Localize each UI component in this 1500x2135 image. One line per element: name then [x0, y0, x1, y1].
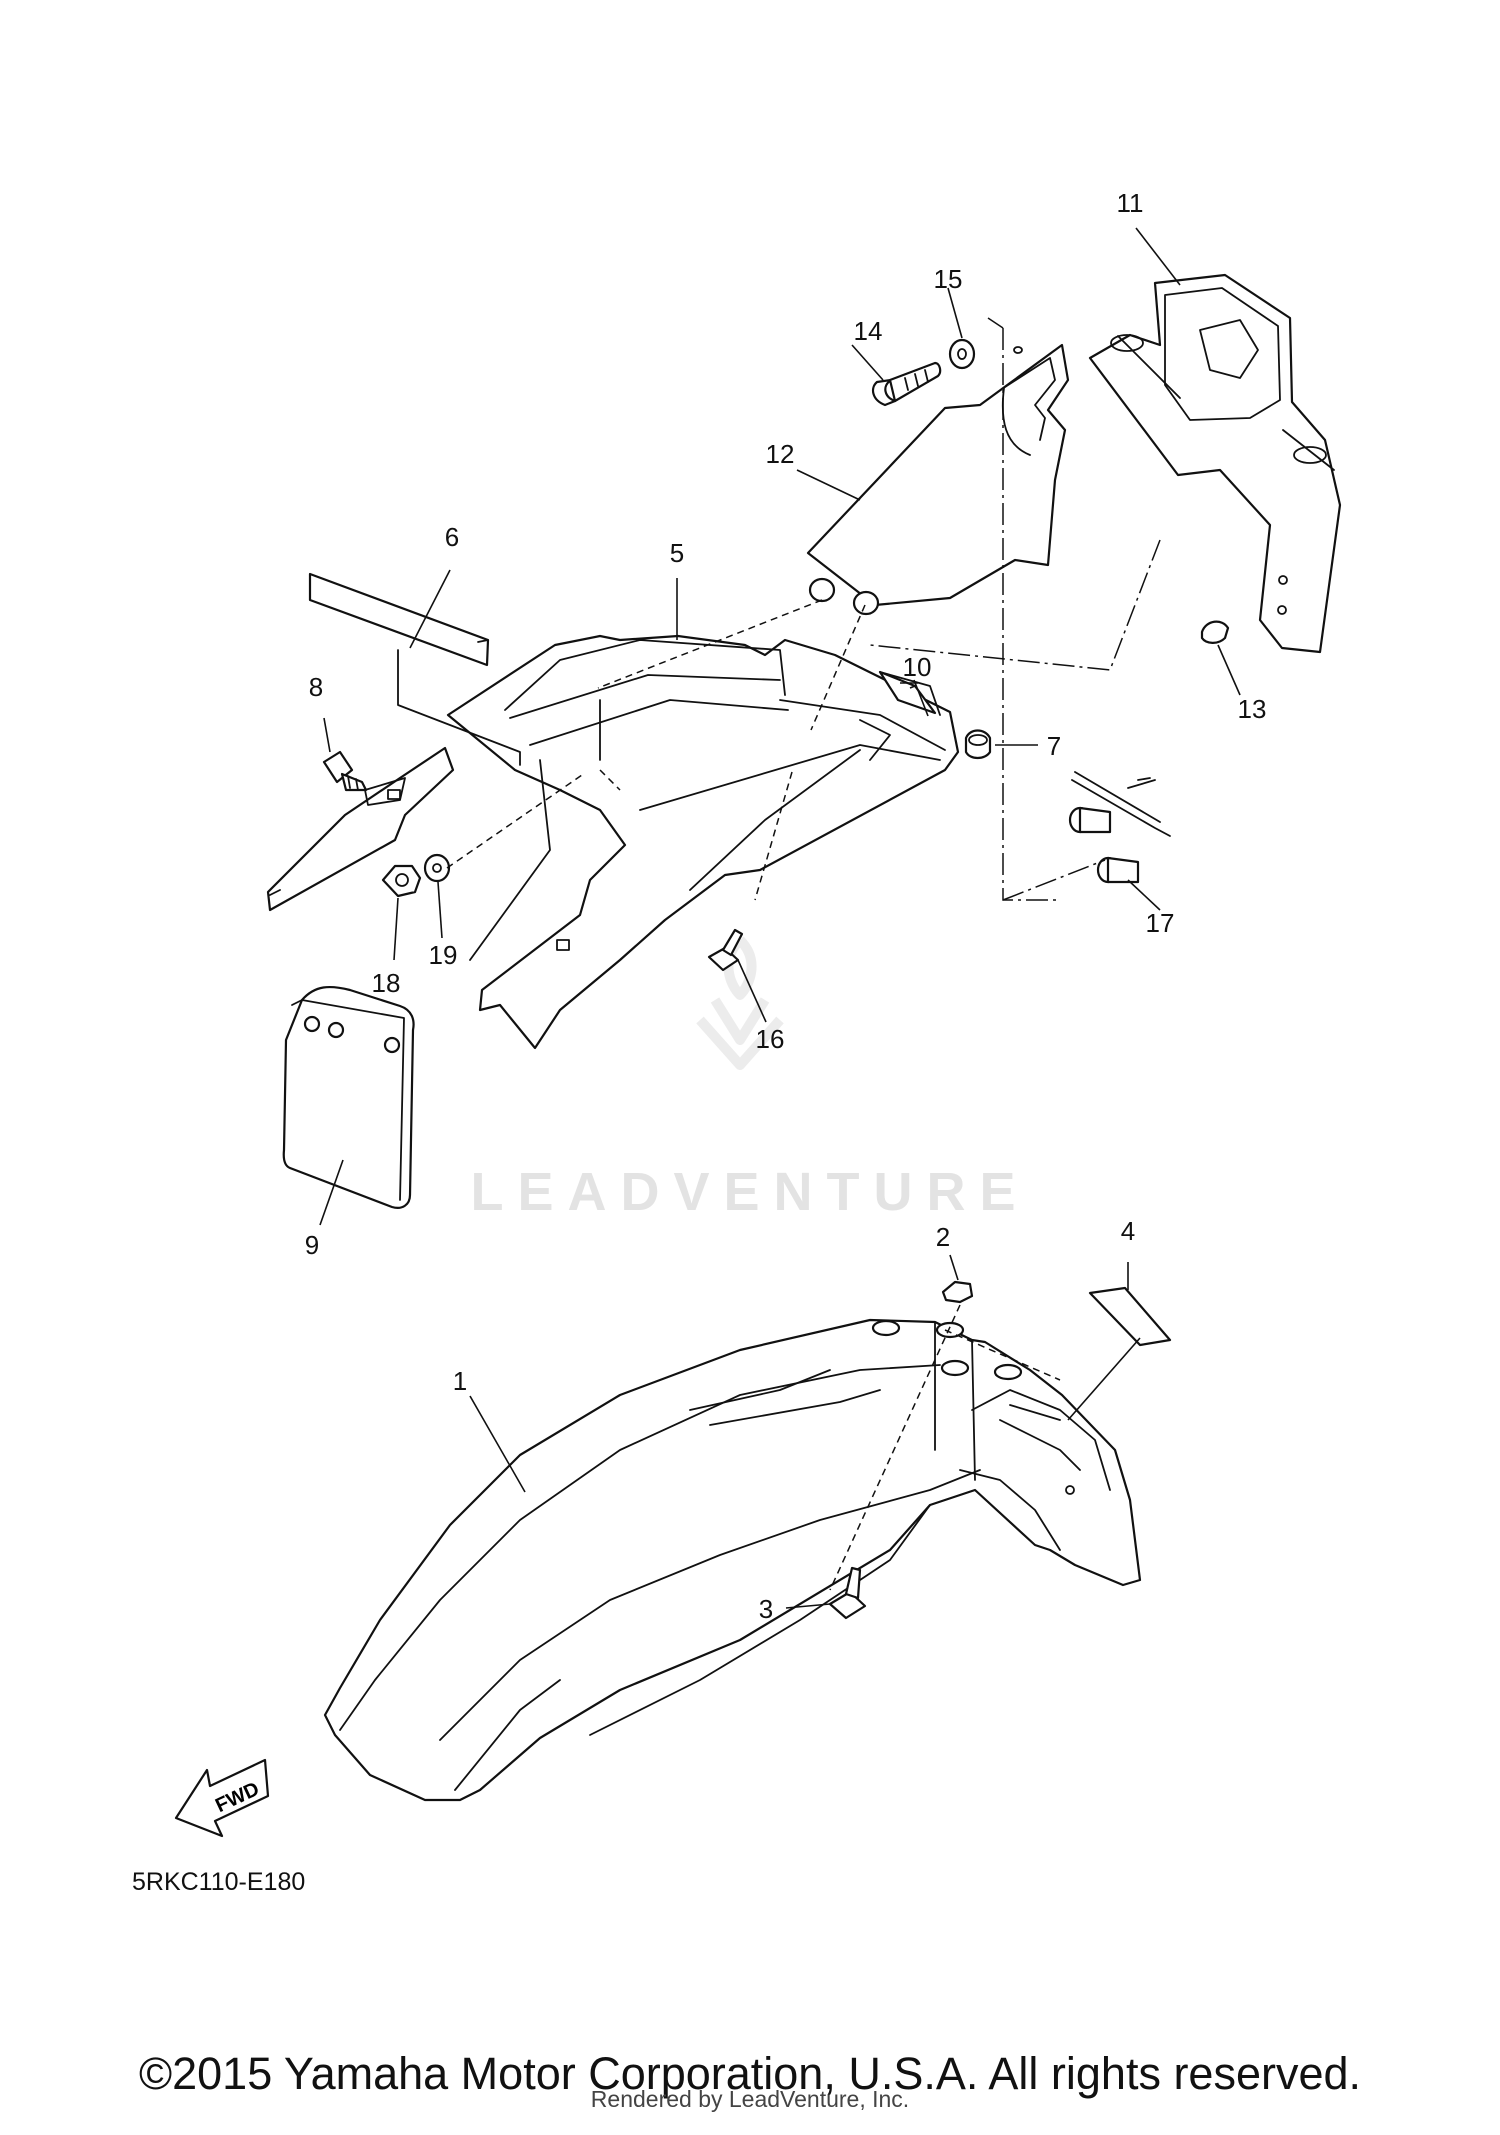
callout-2: 2	[936, 1222, 950, 1252]
callout-19: 19	[429, 940, 458, 970]
callout-7: 7	[1047, 731, 1061, 761]
part-7-grommet	[964, 729, 992, 760]
callout-1: 1	[453, 1366, 467, 1396]
part-2-nut	[941, 1280, 974, 1304]
callout-11: 11	[1117, 188, 1144, 218]
part-9-plate	[282, 985, 415, 1209]
callout-9: 9	[305, 1230, 319, 1260]
hardware	[322, 338, 1230, 1620]
part-11-top-plate	[1088, 273, 1342, 654]
part-18-nut	[381, 864, 422, 898]
part-4-decal	[1088, 1286, 1172, 1347]
callout-12: 12	[766, 439, 795, 469]
assembly-lines	[397, 317, 1161, 1591]
callout-17: 17	[1146, 908, 1175, 938]
watermark-text: LEADVENTURE	[470, 1162, 1029, 1222]
callout-3: 3	[759, 1594, 773, 1624]
callout-18: 18	[372, 968, 401, 998]
left-mount-stay	[266, 746, 455, 912]
callout-5: 5	[670, 538, 684, 568]
part-17-clips	[1068, 771, 1171, 884]
rendered-by-text: Rendered by LeadVenture, Inc.	[590, 2086, 910, 2112]
diagram-code: 5RKC110-E180	[132, 1868, 305, 1896]
callout-16: 16	[756, 1024, 785, 1054]
part-6-pad	[308, 572, 490, 667]
part-16-bolt	[707, 928, 744, 972]
callout-15: 15	[934, 264, 963, 294]
part-15-washer	[948, 338, 976, 370]
part-19-washer	[423, 853, 451, 883]
part-10-decal	[878, 670, 941, 716]
part-5-rear-fender	[446, 634, 960, 1050]
part-8-bolt	[322, 750, 368, 792]
part-13-grommet	[1200, 620, 1230, 644]
watermark: LEADVENTURE	[470, 936, 1029, 1222]
callout-8: 8	[309, 672, 323, 702]
callout-4: 4	[1121, 1216, 1135, 1246]
callout-13: 13	[1238, 694, 1267, 724]
part-3-bolt	[828, 1566, 867, 1620]
copyright-text: ©2015 Yamaha Motor Corporation, U.S.A. A…	[138, 2048, 1362, 2099]
callout-6: 6	[445, 522, 459, 552]
callout-14: 14	[854, 316, 883, 346]
callout-10: 10	[903, 652, 932, 682]
part-12-bracket	[806, 343, 1070, 616]
part-1-front-fender	[323, 1318, 1142, 1802]
fwd-arrow: FWD	[174, 1758, 270, 1838]
leader-lines	[319, 227, 1241, 1609]
part-14-bolt	[871, 361, 942, 407]
callouts: 1 2 3 4 5 6 7 8 9 10 11 12 13 14 15 16 1…	[305, 188, 1267, 1624]
